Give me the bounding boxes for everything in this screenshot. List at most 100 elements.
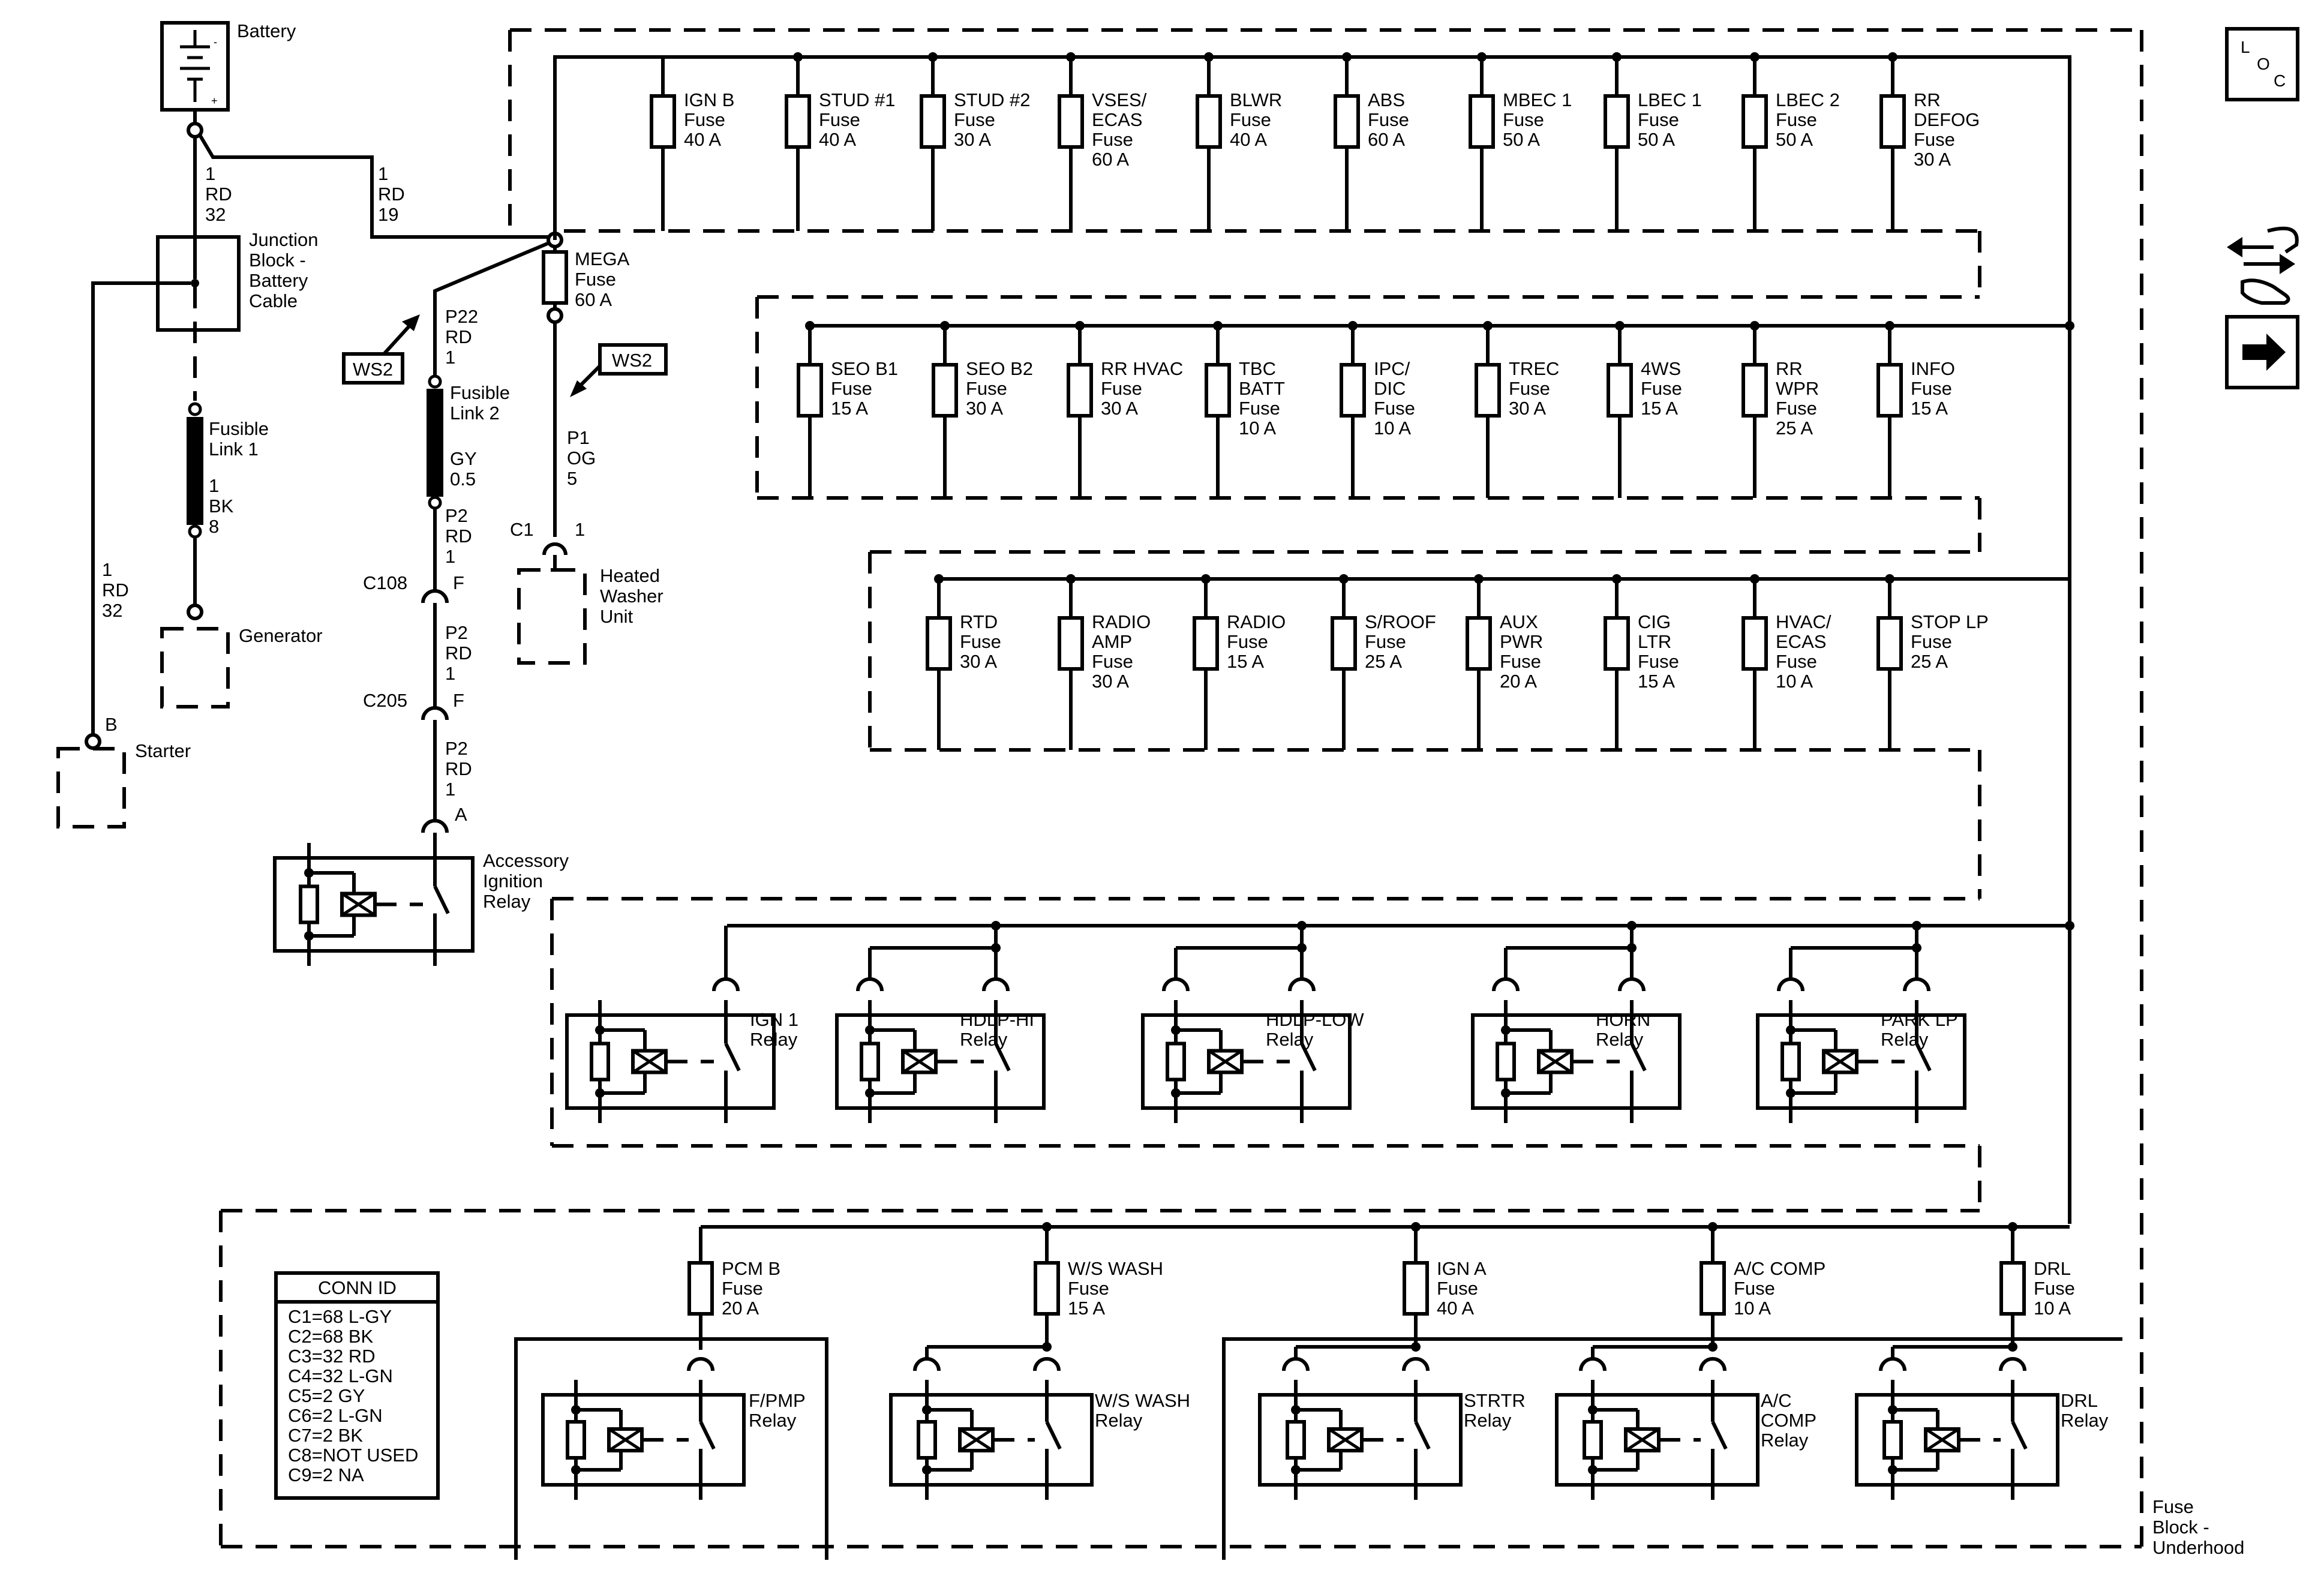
right-arrow-icon[interactable] xyxy=(2242,334,2286,371)
ws2-tag-b xyxy=(598,343,668,376)
mega-fuse xyxy=(542,250,568,305)
conn-id-box xyxy=(274,1271,440,1500)
heated-washer-unit xyxy=(517,568,587,665)
generator-label: Generator xyxy=(239,625,323,646)
mega-fuse-label: MEGA Fuse 60 A xyxy=(575,248,633,310)
loc-letter-c: C xyxy=(2274,71,2286,90)
wire-p1-label: P1 OG 5 xyxy=(567,427,601,489)
loc-letter-o: O xyxy=(2257,55,2270,73)
generator xyxy=(160,627,230,709)
fusible-link-2-label: Fusible Link 2 xyxy=(450,382,515,424)
c1-label: C1 xyxy=(510,519,534,540)
ws2-tag-a xyxy=(342,352,404,385)
loc-letter-l: L xyxy=(2241,38,2250,56)
conn-id-title: CONN ID xyxy=(318,1277,397,1298)
junction-block-label: Junction Block - Battery Cable xyxy=(249,229,323,311)
ws2-tag-a-label: WS2 xyxy=(353,359,393,380)
wire-p22-label: P22 RD 1 xyxy=(445,306,484,368)
text-labels: Battery Junction Block - Battery Cable 1… xyxy=(102,20,2286,1558)
c1-pin-label: 1 xyxy=(575,519,585,540)
heated-washer-label: Heated Washer Unit xyxy=(600,565,668,627)
accessory-ignition-relay xyxy=(273,843,475,966)
wire-bat-jb-label: 1 RD 32 xyxy=(205,163,237,225)
svg-text:-: - xyxy=(214,36,217,48)
fusible-link-2 xyxy=(427,389,443,497)
wrench-arrows-icon xyxy=(2227,226,2299,305)
starter-pin-label: B xyxy=(105,714,118,735)
wire-p2-c-label: P2 RD 1 xyxy=(445,738,477,800)
fusible-link-1 xyxy=(187,417,203,525)
battery-label: Battery xyxy=(237,20,296,41)
wire-bat-mega-label: 1 RD 19 xyxy=(378,163,410,225)
fuse-block-label: Fuse Block - Underhood xyxy=(2152,1496,2244,1558)
wire-link1-label: 1 BK 8 xyxy=(209,475,239,537)
starter xyxy=(56,747,126,828)
starter-label: Starter xyxy=(135,740,191,761)
c205-label: C205 xyxy=(363,690,407,711)
